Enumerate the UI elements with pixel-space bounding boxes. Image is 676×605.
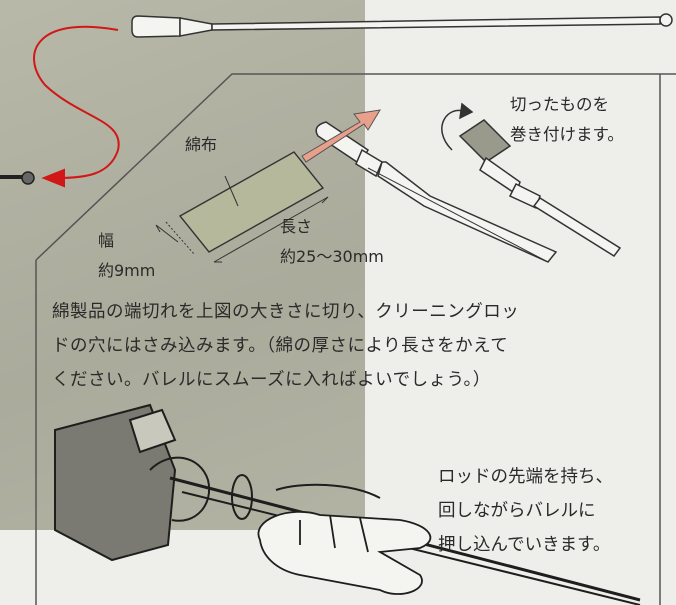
length-label-block: 長さ 約25〜30mm — [280, 212, 384, 272]
cloth-strip-icon — [155, 151, 329, 263]
width-value: 約9mm — [98, 261, 156, 280]
rod-end-icon — [0, 171, 35, 185]
insert-caption: ロッドの先端を持ち、 回しながらバレルに 押し込んでいきます。 — [438, 460, 613, 562]
length-label: 長さ — [280, 217, 313, 236]
cleaning-rod-icon — [131, 13, 673, 38]
length-value: 約25〜30mm — [280, 247, 384, 266]
rod-tip-icon — [315, 121, 558, 263]
insert-caption-line: 押し込んでいきます。 — [438, 535, 611, 555]
figure-frame — [35, 73, 676, 605]
wrap-caption: 切ったものを 巻き付けます。 — [510, 90, 624, 150]
wrapped-rod-icon — [441, 102, 622, 258]
width-label: 幅 — [98, 231, 115, 250]
paragraph-line: ドの穴にはさみ込みます。（綿の厚さにより長さをかえて — [52, 336, 509, 356]
cloth-label: 綿布 — [185, 135, 218, 154]
width-label-block: 幅 約9mm — [98, 226, 155, 286]
paragraph-line: ください。バレルにスムーズに入ればよいでしょう。） — [52, 370, 491, 390]
hand-icon — [257, 510, 432, 595]
rifle-barrel-icon — [54, 403, 641, 605]
insert-caption-line: 回しながらバレルに — [438, 501, 596, 521]
wrap-caption-line: 巻き付けます。 — [510, 125, 624, 144]
wrap-caption-line: 切ったものを — [510, 95, 609, 114]
paragraph-line: 綿製品の端切れを上図の大きさに切り、クリーニングロッ — [52, 302, 520, 322]
insert-caption-line: ロッドの先端を持ち、 — [438, 467, 613, 487]
insert-arrow-icon — [301, 109, 381, 163]
instruction-paragraph: 綿製品の端切れを上図の大きさに切り、クリーニングロッ ドの穴にはさみ込みます。（… — [52, 295, 519, 397]
red-arrow-icon — [33, 25, 120, 188]
